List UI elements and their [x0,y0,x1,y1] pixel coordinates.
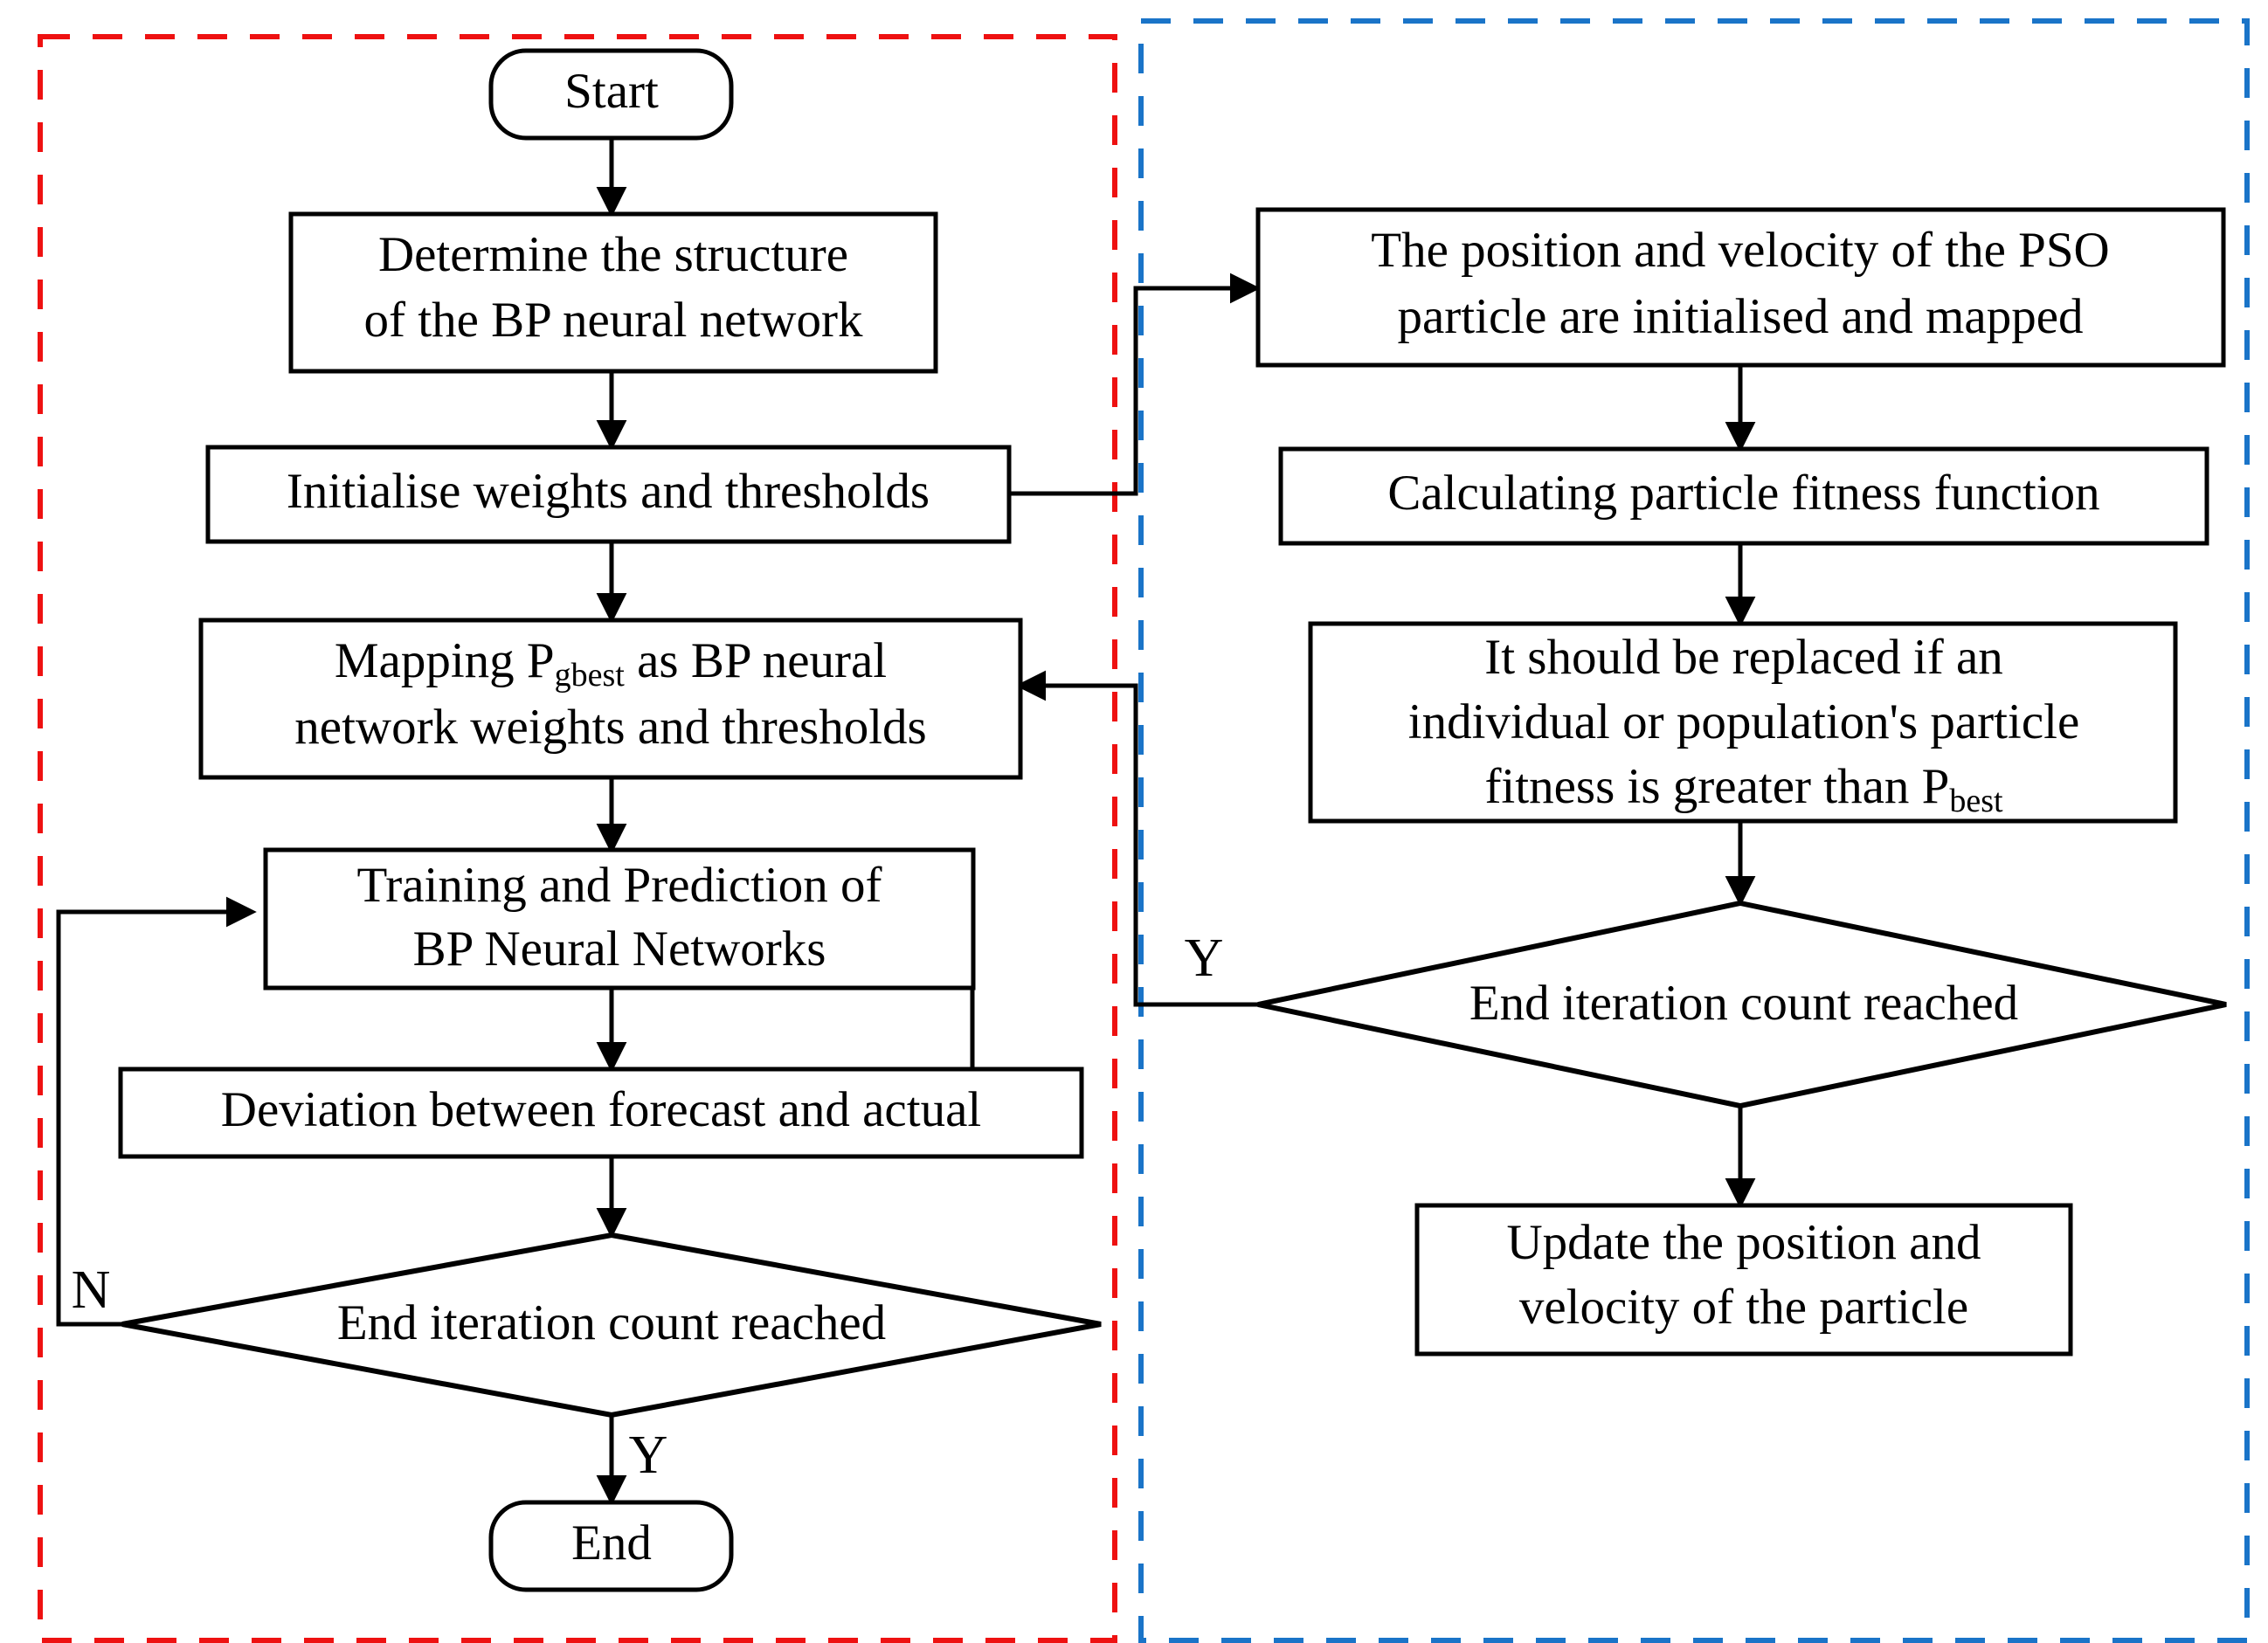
branch-label-yes-right: Y [1185,929,1224,988]
node-init-particles[interactable] [1255,207,2226,368]
node-replace-pbest-subscript: best [1949,783,2003,819]
node-start[interactable] [488,48,734,141]
node-end-label: End [571,1515,652,1571]
node-calc-fitness[interactable] [1278,446,2209,546]
node-replace-pbest-line1: It should be replaced if an [1484,630,2003,685]
node-determine-structure[interactable] [288,211,938,374]
node-determine-structure-line2: of the BP neural network [364,293,863,348]
node-mapping-gbest-line1-pre: Mapping P [335,633,555,688]
edge-initialise-to-init-particles [1009,273,1261,496]
node-decision-left-label: End iteration count reached [337,1295,886,1350]
node-replace-pbest-line2: individual or population's particle [1408,694,2080,749]
node-end[interactable] [488,1500,734,1592]
node-training-prediction-line1: Training and Prediction of [356,858,882,913]
node-initialise-weights-label: Initialise weights and thresholds [287,464,930,519]
node-training-prediction-line2: BP Neural Networks [413,922,826,977]
node-init-particles-line1: The position and velocity of the PSO [1371,223,2109,278]
group-box-bp [38,34,1117,1643]
edge-no-feedback-to-training [56,896,257,1327]
node-update-particle[interactable] [1414,1203,2073,1357]
edge-pso-yes-to-mapping [1015,670,1258,1007]
node-initialise-weights[interactable] [205,445,1012,544]
node-determine-structure-line1: Determine the structure [378,227,848,282]
node-update-particle-line1: Update the position and [1507,1215,1981,1270]
node-update-particle-line2: velocity of the particle [1519,1280,1968,1335]
node-replace-pbest[interactable] [1308,621,2178,824]
node-mapping-gbest[interactable] [198,618,1023,780]
node-mapping-gbest-subscript: gbest [555,657,626,694]
branch-label-yes-left: Y [629,1426,668,1485]
node-replace-pbest-line3: fitness is greater than Pbest [1484,759,2003,819]
node-training-prediction[interactable] [263,847,976,991]
node-decision-right[interactable] [1257,900,2227,1109]
node-decision-right-label: End iteration count reached [1469,976,2018,1031]
node-calc-fitness-label: Calculating particle fitness function [1387,466,2099,521]
group-box-pso [1138,18,2250,1643]
node-deviation[interactable] [118,1067,1084,1159]
node-replace-pbest-line3-pre: fitness is greater than P [1484,759,1949,814]
node-mapping-gbest-line1-post: as BP neural [625,633,887,688]
node-mapping-gbest-line1: Mapping Pgbest as BP neural [335,633,887,694]
node-start-label: Start [564,64,659,119]
branch-label-no: N [72,1260,111,1320]
node-decision-left[interactable] [121,1232,1102,1419]
node-deviation-label: Deviation between forecast and actual [221,1082,981,1137]
node-mapping-gbest-line2: network weights and thresholds [294,700,926,755]
node-init-particles-line2: particle are initialised and mapped [1397,289,2083,344]
